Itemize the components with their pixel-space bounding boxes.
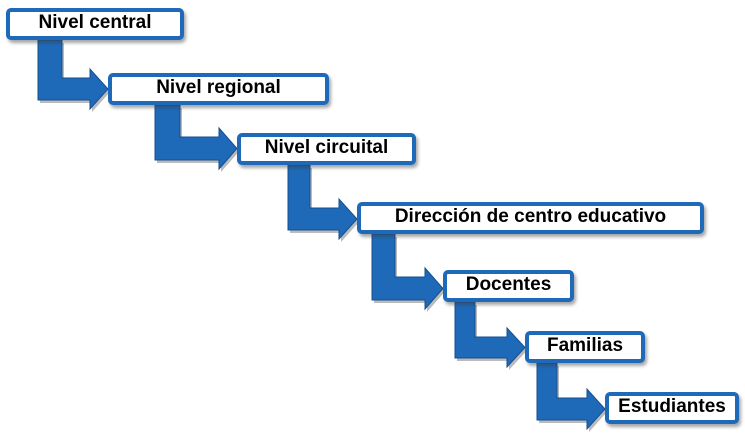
bent-down-right-arrow-icon-4	[371, 233, 444, 311]
level-box-nivel-central: Nivel central	[6, 8, 184, 40]
level-box-nivel-regional: Nivel regional	[108, 73, 329, 105]
level-label: Nivel circuital	[264, 137, 389, 158]
level-box-direccion-centro-educativo: Dirección de centro educativo	[357, 202, 704, 234]
level-box-nivel-circuital: Nivel circuital	[237, 133, 416, 165]
bent-down-right-arrow-icon-1	[37, 39, 109, 111]
bent-down-right-arrow-icon-2	[154, 104, 238, 171]
level-box-familias: Familias	[525, 331, 645, 363]
level-label: Docentes	[465, 274, 552, 295]
bent-down-right-arrow-icon-6	[536, 362, 606, 431]
level-label: Nivel regional	[156, 77, 281, 98]
bent-down-right-arrow-icon-5	[454, 301, 526, 369]
level-label: Estudiantes	[618, 396, 726, 417]
bent-down-right-arrow-icon-3	[287, 164, 358, 241]
level-label: Nivel central	[38, 12, 152, 33]
level-label: Familias	[546, 335, 624, 356]
level-box-estudiantes: Estudiantes	[605, 392, 739, 424]
level-box-docentes: Docentes	[443, 270, 574, 302]
level-label: Dirección de centro educativo	[394, 206, 667, 227]
